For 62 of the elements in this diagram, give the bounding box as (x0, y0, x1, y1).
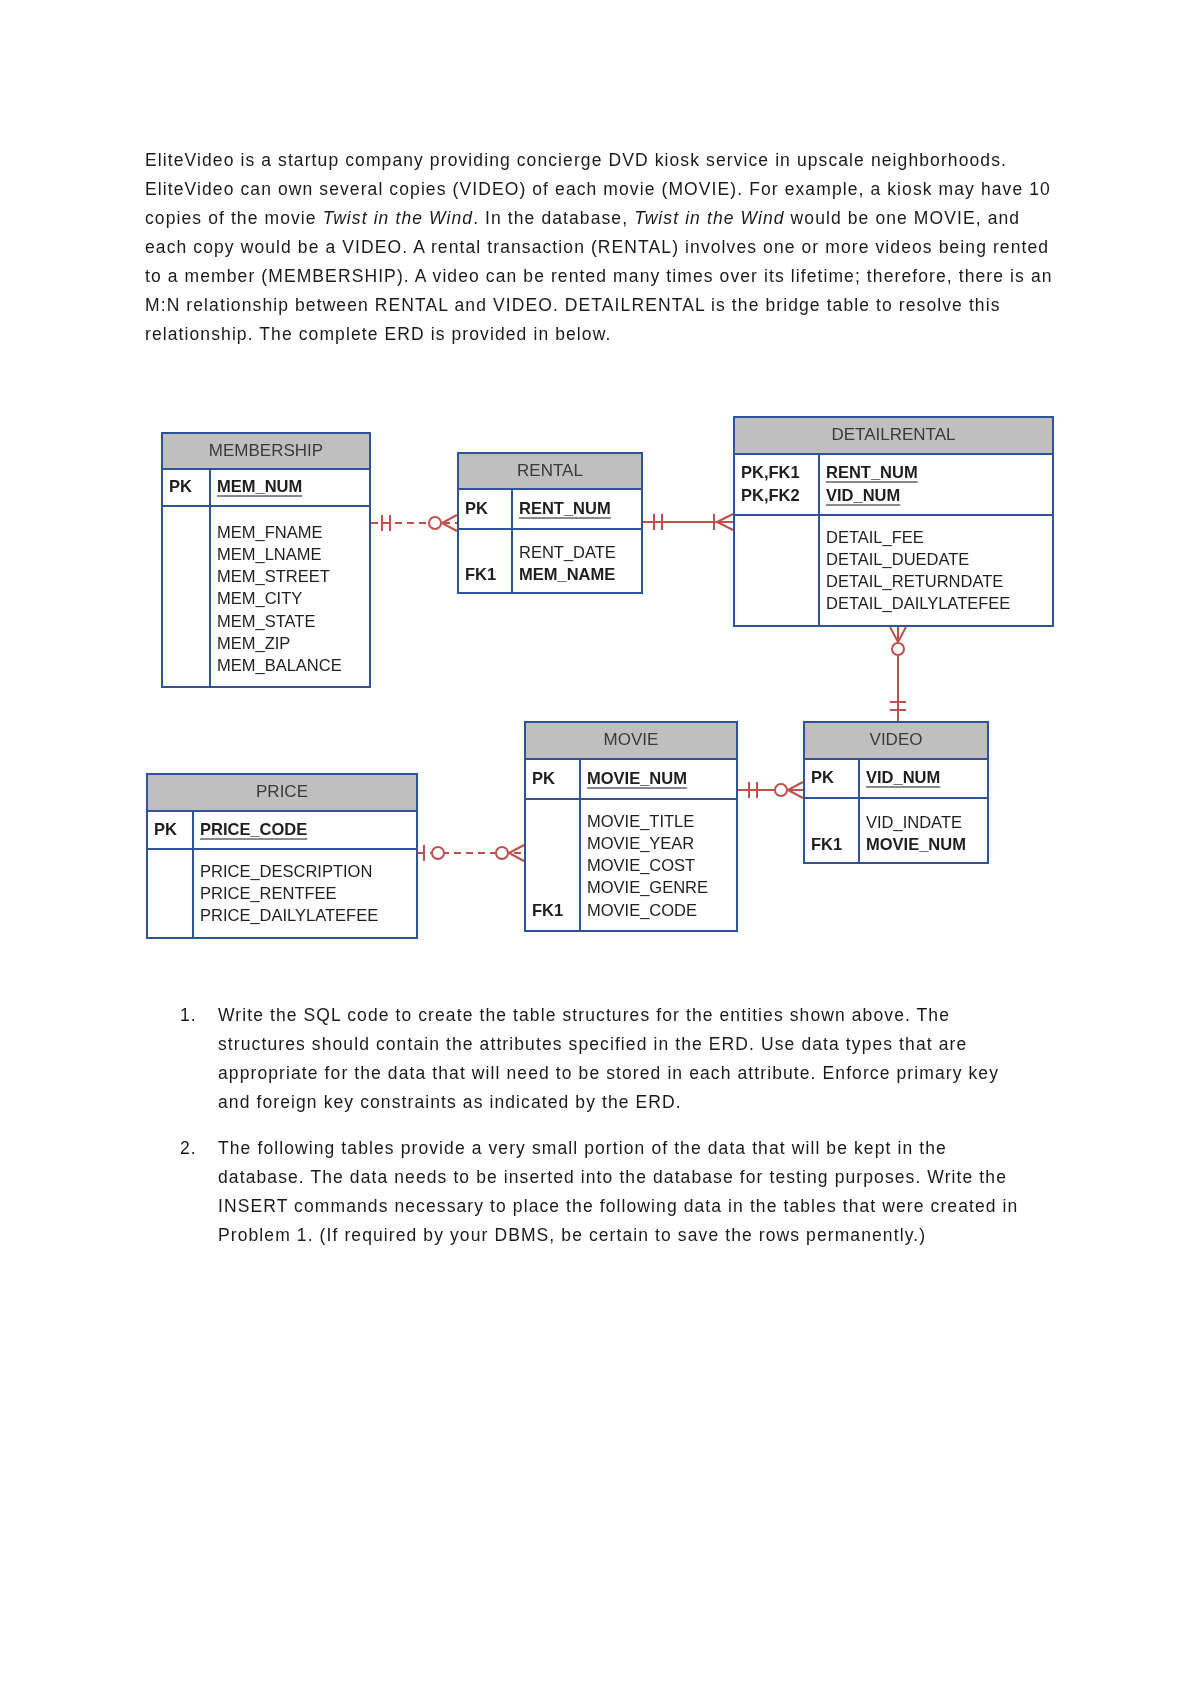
key-label: FK1 (532, 899, 564, 921)
table-header: DETAILRENTAL (735, 418, 1052, 455)
table-header: VIDEO (805, 723, 987, 760)
key-label: PK (532, 767, 555, 789)
field-name: MOVIE_YEAR (587, 832, 695, 854)
relationship-line (417, 844, 525, 862)
question-text: The following tables provide a very small portion of the data that will be kept in the database. The data needs to be inserted into the database for testing purposes. Write the INSERT commands necessary to place the following data in the tables that were created in Problem 1. (If required by your DBMS, be certain to save the rows permanently.) (218, 1137, 1020, 1247)
key-label: PK,FK2 (741, 484, 800, 506)
key-label: PK (169, 476, 192, 497)
key-label: PK (811, 767, 834, 788)
field-name: MEM_STREET (217, 566, 330, 588)
field-name: DETAIL_RETURNDATE (826, 571, 1004, 593)
primary-key-field: MEM_NUM (217, 475, 303, 497)
entity-table (146, 773, 418, 939)
key-label: FK1 (465, 563, 497, 585)
relationship-line (370, 514, 458, 532)
field-name: PRICE_DESCRIPTION (200, 860, 373, 882)
entity-table (457, 452, 643, 594)
key-label: FK1 (811, 833, 843, 855)
field-name: MEM_BALANCE (217, 655, 342, 677)
primary-key-field: VID_NUM (826, 483, 901, 506)
field-name: MOVIE_CODE (587, 899, 698, 921)
table-header: MEMBERSHIP (163, 434, 369, 470)
field-name: VID_INDATE (866, 811, 962, 833)
key-label: PK (154, 818, 177, 840)
field-name: MEM_LNAME (217, 543, 322, 565)
entity-table (161, 432, 371, 688)
field-name: MEM_NAME (519, 563, 616, 585)
field-name: DETAIL_FEE (826, 526, 924, 548)
field-name: PRICE_DAILYLATEFEE (200, 905, 379, 927)
entity-table (803, 721, 989, 864)
field-name: PRICE_RENTFEE (200, 882, 337, 904)
field-name: RENT_DATE (519, 541, 616, 563)
primary-key-field: PRICE_CODE (200, 817, 308, 840)
intro-paragraph: EliteVideo is a startup company providing concierge DVD kiosk service in upscale neighborhoods. EliteVideo can own several copies (VIDEO) of each movie (MOVIE). For example, a kiosk may have 10 copies of the movie Twist in the Wind. In the database, Twist in the Wind would be one MOVIE, and each copy would be a VIDEO. A rental transaction (RENTAL) involves one or more videos being rented to a member (MEMBERSHIP). A video can be rented many times over its lifetime; therefore, there is an M:N relationship between RENTAL and VIDEO. DETAILRENTAL is the bridge table to resolve this relationship. The complete ERD is provided in below. (145, 149, 1054, 346)
entity-table (524, 721, 738, 932)
field-name: MEM_STATE (217, 610, 316, 632)
table-header: MOVIE (526, 723, 736, 760)
table-header: PRICE (148, 775, 416, 812)
key-label: PK,FK1 (741, 461, 800, 483)
primary-key-field: RENT_NUM (826, 460, 918, 483)
key-label: PK (465, 497, 488, 519)
list-number: 1. (180, 1004, 198, 1027)
primary-key-field: MOVIE_NUM (587, 766, 687, 789)
list-number: 2. (180, 1137, 198, 1160)
field-name: MEM_ZIP (217, 633, 291, 654)
field-name: MEM_FNAME (217, 521, 323, 543)
primary-key-field: RENT_NUM (519, 496, 611, 519)
table-header: RENTAL (459, 454, 641, 490)
question-text: Write the SQL code to create the table structures for the entities shown above. The structures should contain the attributes specified in the ERD. Use data types that are appropriate for the data that will need to be stored in each attribute. Enforce primary key and foreign key constraints as indicated by the ERD. (218, 1004, 1001, 1114)
primary-key-field: VID_NUM (866, 766, 941, 788)
field-name: MOVIE_GENRE (587, 877, 709, 899)
field-name: MOVIE_COST (587, 855, 696, 877)
field-name: DETAIL_DUEDATE (826, 548, 970, 570)
relationship-line (889, 626, 907, 722)
field-name: MEM_CITY (217, 588, 303, 610)
relationship-line (642, 513, 734, 531)
relationship-line (737, 781, 804, 799)
field-name: MOVIE_TITLE (587, 810, 695, 832)
entity-table (733, 416, 1054, 627)
field-name: DETAIL_DAILYLATEFEE (826, 593, 1011, 615)
field-name: MOVIE_NUM (866, 833, 966, 855)
